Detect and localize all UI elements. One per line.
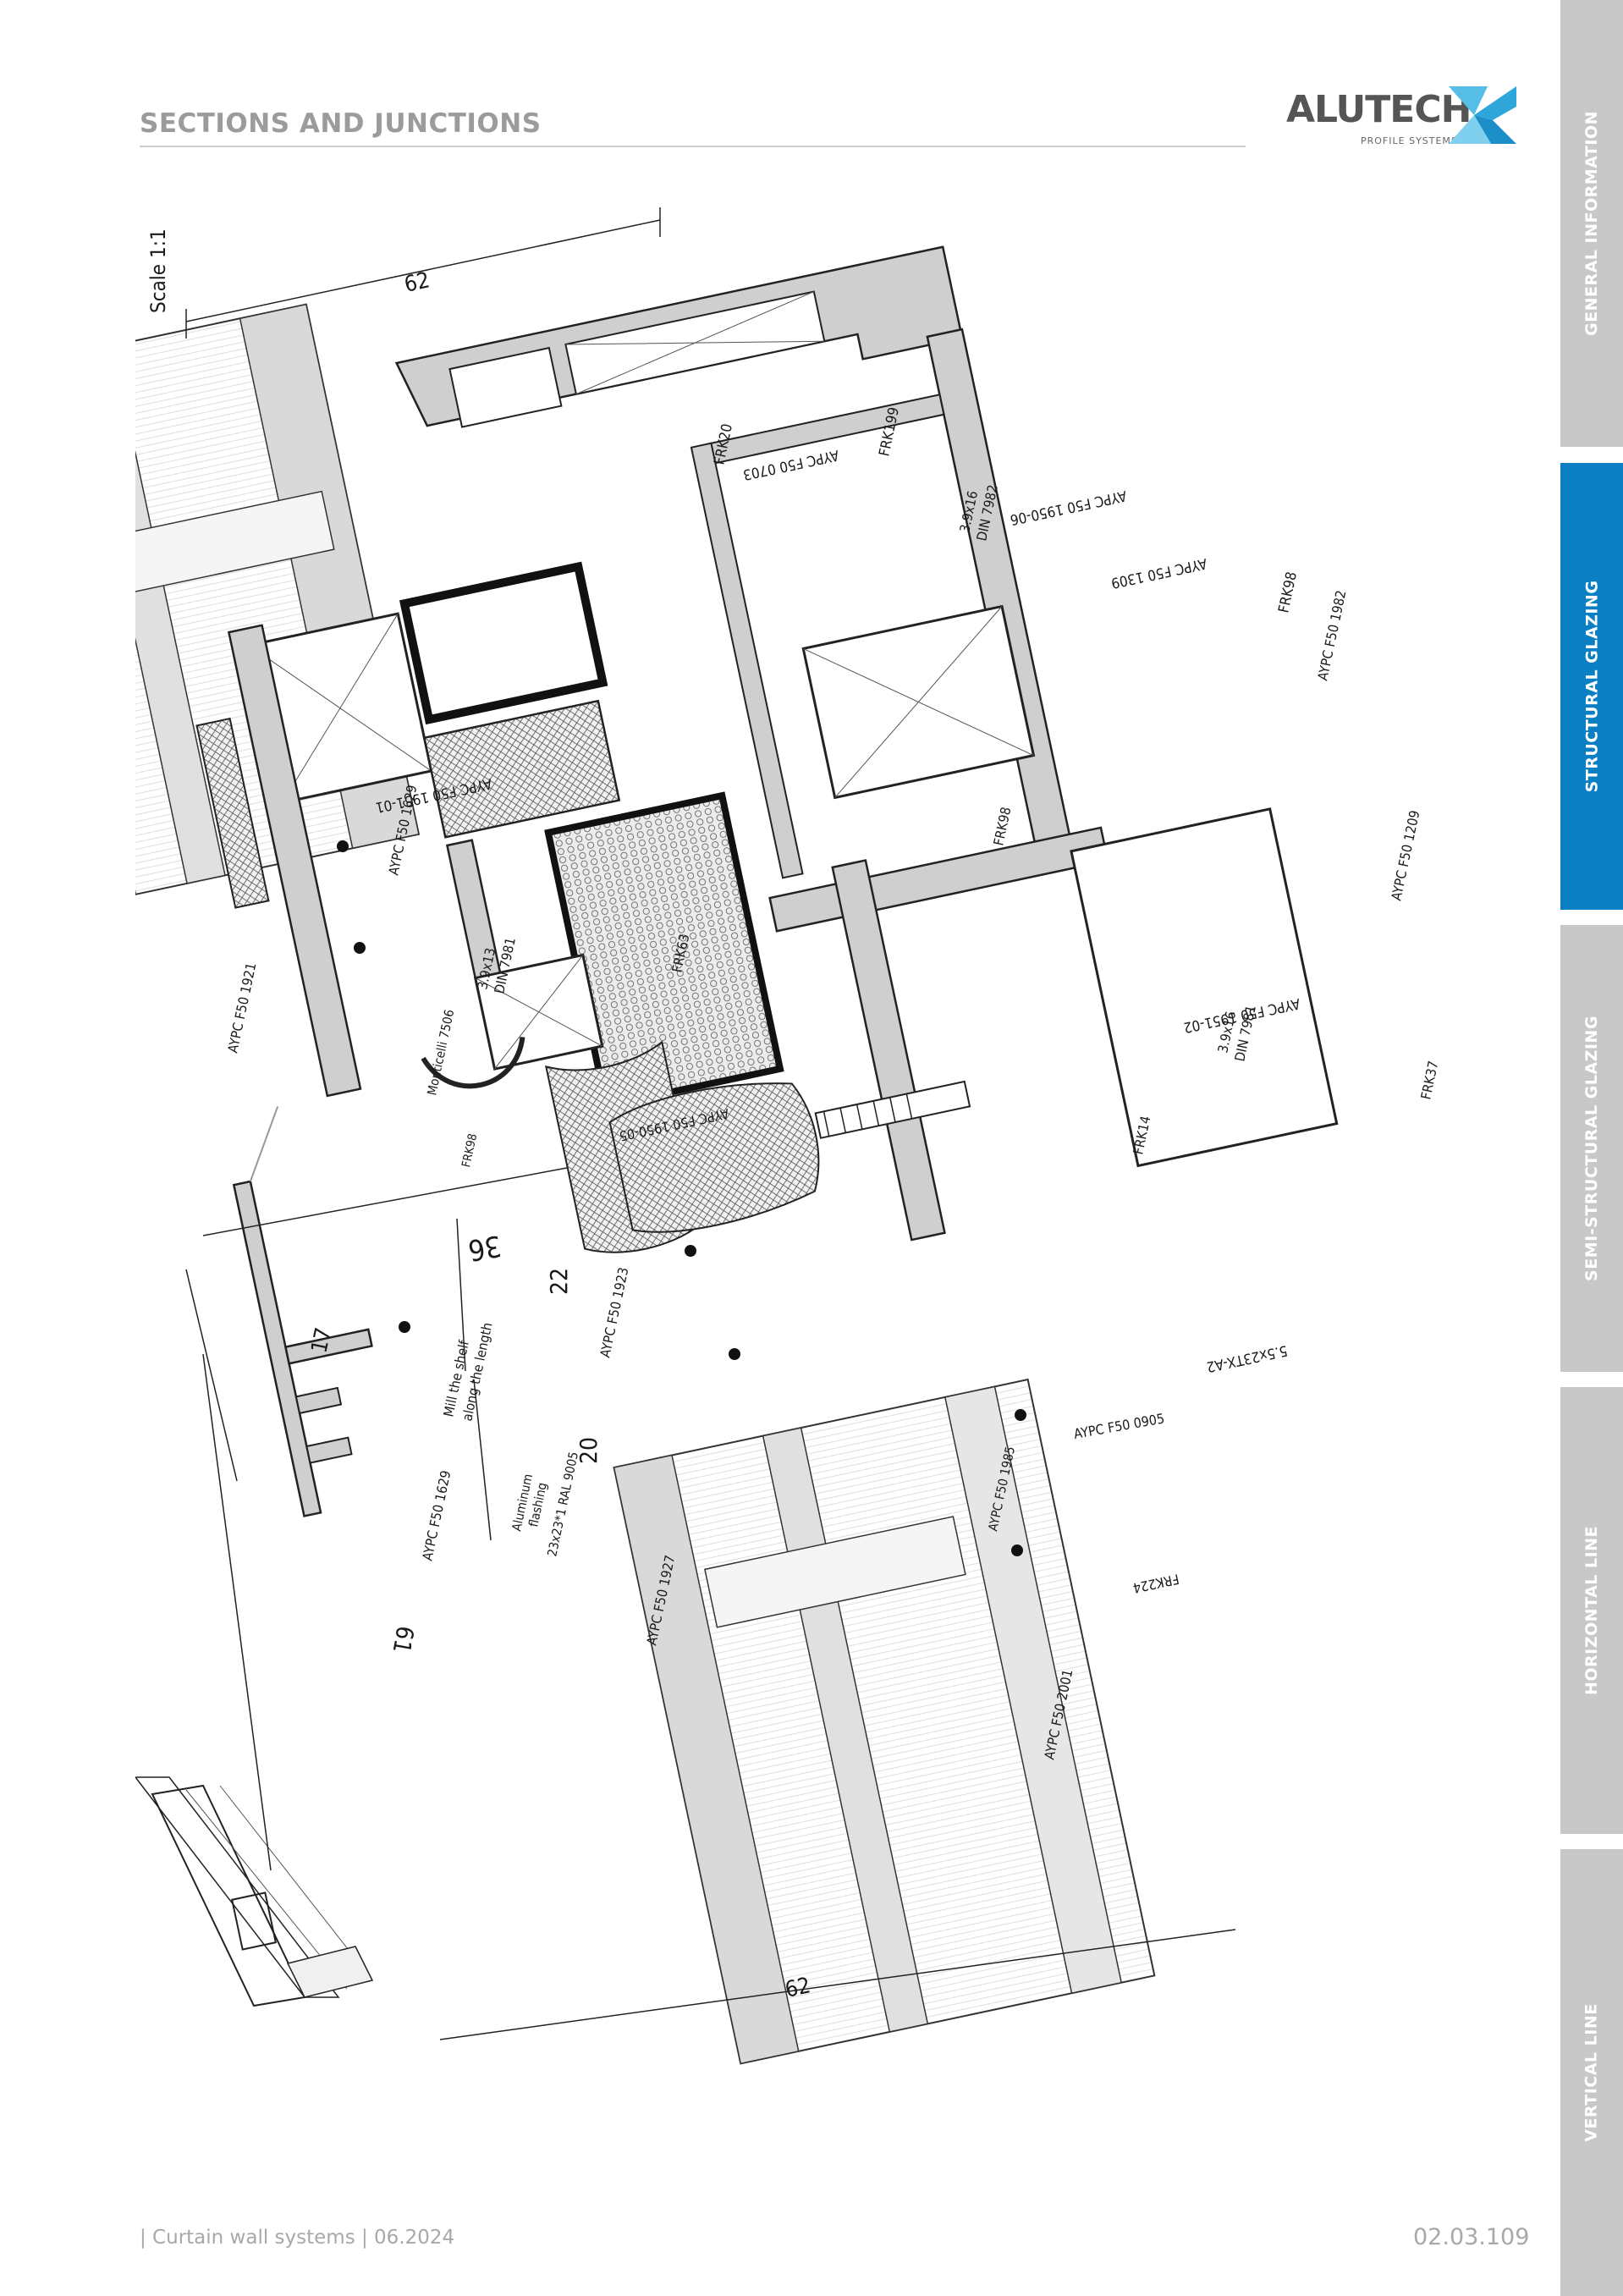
- label-f50-1921: AYPC F50 1921: [224, 961, 259, 1054]
- tab-vertical-line[interactable]: VERTICAL LINE: [1560, 1849, 1623, 2296]
- upper-frame: [394, 245, 1073, 879]
- label-frk224: FRK224: [1131, 1571, 1180, 1596]
- dim-top-62: 62: [402, 267, 432, 298]
- leader-dots: [337, 840, 1026, 1556]
- label-frk98-b: FRK98: [990, 806, 1014, 847]
- footer-document-info: | Curtain wall systems | 06.2024: [140, 2227, 455, 2249]
- tab-label: GENERAL INFORMATION: [1582, 111, 1601, 336]
- lower-glass-unit: [613, 1378, 1156, 2065]
- label-frk98-c: FRK98: [459, 1132, 480, 1169]
- detail-profile-1629: [232, 1106, 373, 1517]
- dim-22: 22: [545, 1268, 573, 1295]
- label-f50-1309: AYPC F50 1309: [1109, 554, 1208, 592]
- label-frk37: FRK37: [1417, 1060, 1441, 1101]
- label-frk98-a: FRK98: [1275, 570, 1301, 614]
- label-f50-0905: AYPC F50 0905: [1072, 1410, 1165, 1442]
- page-title: SECTIONS AND JUNCTIONS: [140, 108, 542, 139]
- header-divider: [140, 146, 1246, 147]
- tab-label: VERTICAL LINE: [1582, 2003, 1602, 2142]
- scale-label: Scale 1:1: [146, 228, 170, 313]
- footer-page-number: 02.03.109: [1413, 2224, 1530, 2250]
- label-f50-1982: AYPC F50 1982: [1314, 589, 1349, 682]
- section-drawing: Scale 1:1 62 62 36 22 20 17 61 AYPC F50 …: [135, 207, 1441, 2065]
- gaskets: [195, 717, 820, 1253]
- tab-label: STRUCTURAL GLAZING: [1582, 580, 1601, 793]
- dim-bottom-62: 62: [783, 1973, 812, 2003]
- logo-mark-icon: [1449, 86, 1516, 144]
- label-f50-1923: AYPC F50 1923: [597, 1266, 631, 1359]
- dim-61: 61: [388, 1624, 420, 1655]
- mullion-box: [227, 561, 1339, 1242]
- assembly-rotated: [135, 245, 1339, 2065]
- dim-36: 36: [465, 1228, 503, 1267]
- tab-horizontal-line[interactable]: HORIZONTAL LINE: [1560, 1387, 1623, 1834]
- logo-subtitle: PROFILE SYSTEMS: [1361, 135, 1458, 146]
- tab-label: SEMI-STRUCTURAL GLAZING: [1582, 1016, 1601, 1281]
- section-sidebar: GENERAL INFORMATION STRUCTURAL GLAZING S…: [1560, 0, 1623, 2296]
- label-f50-1629-b: AYPC F50 1629: [419, 1469, 454, 1562]
- tab-semi-structural-glazing[interactable]: SEMI-STRUCTURAL GLAZING: [1560, 925, 1623, 1372]
- tab-structural-glazing[interactable]: STRUCTURAL GLAZING: [1560, 463, 1623, 910]
- long-screw: [814, 1080, 971, 1139]
- logo-wordmark: ALUTECH: [1286, 88, 1472, 131]
- label-f50-1950-06: AYPC F50 1950-06: [1009, 487, 1128, 528]
- dimension-lines: [185, 207, 1236, 2040]
- label-screw-long: 5.5x23TX-A2: [1205, 1341, 1289, 1375]
- isometric-sketch: [135, 1776, 374, 2007]
- dim-20: 20: [575, 1437, 602, 1464]
- label-flashing-size: 23x23*1 RAL 9005: [544, 1451, 581, 1558]
- dim-17: 17: [307, 1325, 338, 1355]
- tab-general-information[interactable]: GENERAL INFORMATION: [1560, 0, 1623, 447]
- label-f50-1209: AYPC F50 1209: [1388, 809, 1422, 902]
- tab-label: HORIZONTAL LINE: [1582, 1525, 1601, 1696]
- alutech-logo: ALUTECH PROFILE SYSTEMS: [1286, 83, 1519, 151]
